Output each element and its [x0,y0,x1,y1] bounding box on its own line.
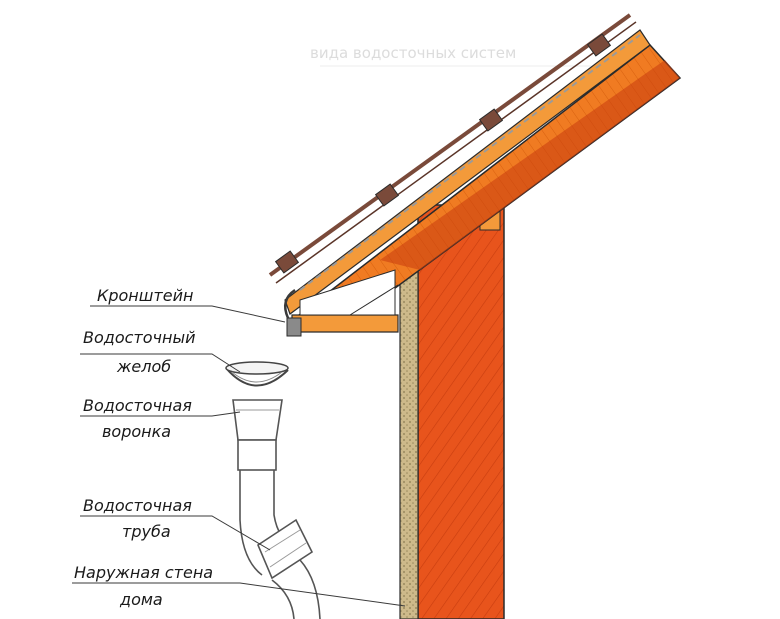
label-funnel-line1: Водосточная [83,396,192,415]
wall-timber [417,204,505,619]
roof-batten-2 [374,183,400,207]
roof-structure [284,29,682,337]
pipe-left-wall [239,470,263,576]
label-funnel-line2: воронка [102,422,171,441]
pipe-lower-left [271,579,295,619]
pipe-coupler [237,439,277,471]
roofing [268,13,641,291]
rafter-shadow [380,60,680,270]
elbow-ring-2 [269,542,307,568]
soffit-board [291,314,399,333]
label-gutter-line1: Водосточный [83,328,195,347]
fascia-board [286,317,302,337]
leader-bracket [90,305,286,323]
roof-batten-1 [274,250,300,274]
leader-gutter [80,353,241,373]
leader-lines [72,305,406,607]
label-wall-line2: дома [119,590,163,609]
roof-batten-4 [586,33,612,57]
label-pipe-line2: труба [122,522,171,541]
label-gutter-line2: желоб [116,357,171,376]
pipe-lower-right [299,559,321,619]
downspout-funnel [232,399,283,441]
soffit-brace [349,284,399,316]
pipe-elbow [257,518,314,580]
gutter-bracket [283,288,296,319]
roof-batten-3 [478,108,504,132]
wall-insulation [399,249,419,619]
label-wall-line1: Наружная стена [74,563,213,582]
elbow-ring-1 [264,529,301,553]
label-pipe-line1: Водосточная [83,496,192,515]
roofing-edge [275,21,637,284]
eave-cavity [299,269,396,316]
roofing-sheet [268,13,632,277]
downspout-pipe [237,439,321,619]
background-heading: вида водосточных систем [310,44,516,62]
label-bracket: Кронштейн [97,286,193,305]
leader-wall [72,582,406,607]
leader-pipe [80,515,271,551]
gutter-rim [225,361,289,375]
gutter-inner [231,371,283,383]
gutter [225,361,289,387]
leader-funnel [80,411,241,417]
exterior-wall [399,195,505,619]
funnel-body [232,399,283,441]
sheathing [284,29,651,315]
underlayment [299,34,641,291]
